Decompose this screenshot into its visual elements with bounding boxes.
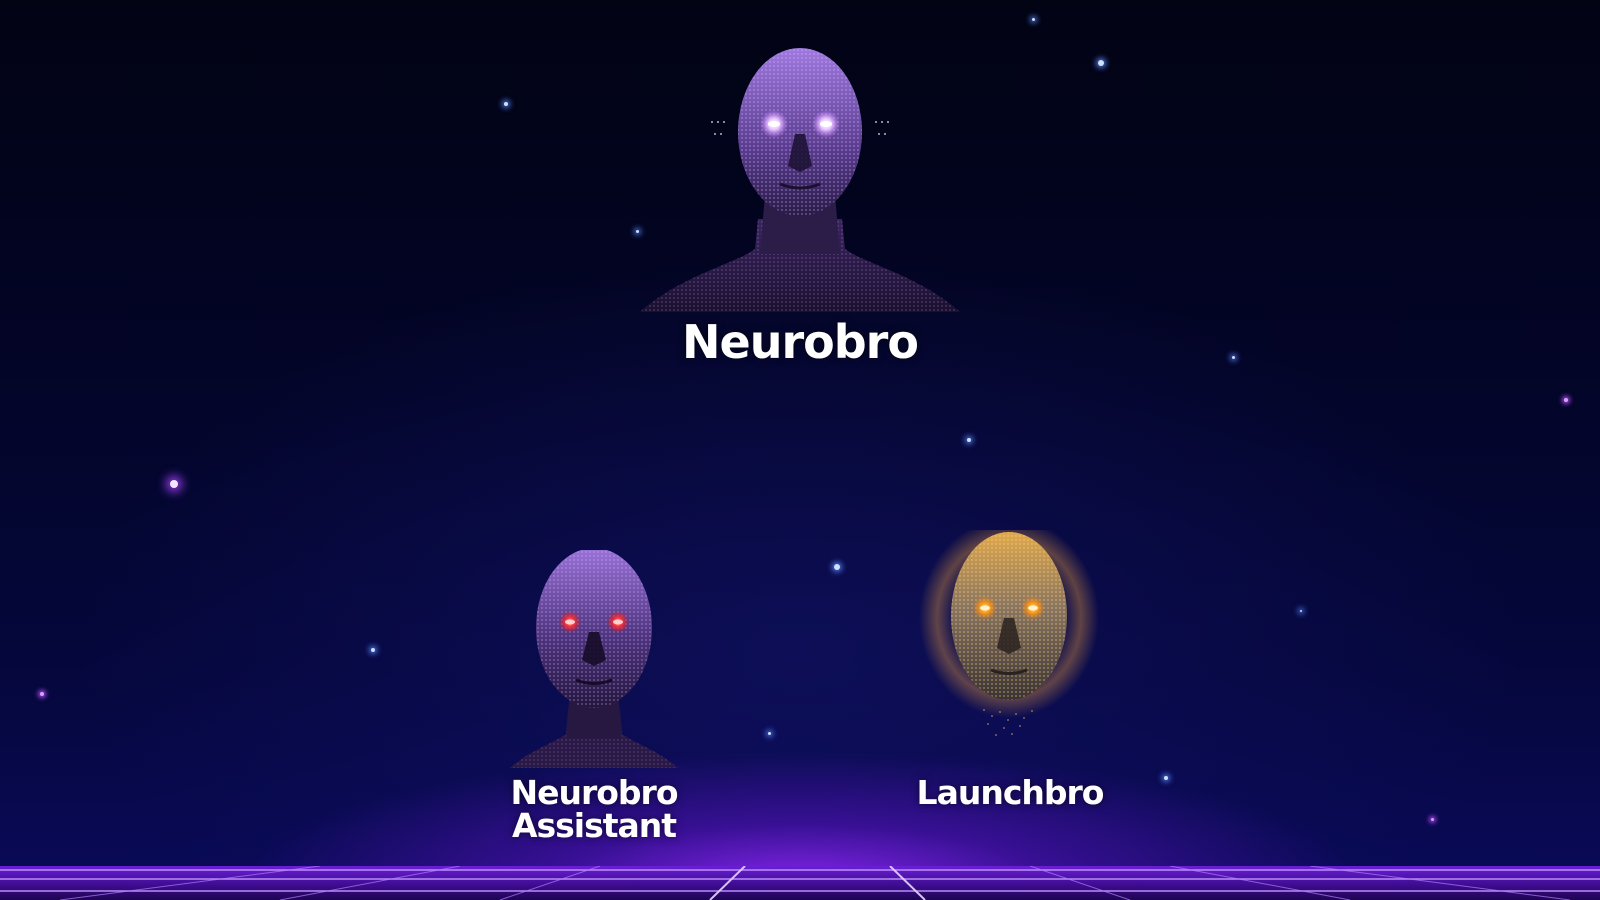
star: [1232, 356, 1235, 359]
star: [967, 438, 971, 442]
neurobro-name: Neurobro: [682, 315, 919, 369]
neurobro-assistant-name-line-2: Assistant: [511, 806, 677, 845]
star: [834, 564, 840, 570]
launchbro-name: Launchbro: [916, 773, 1105, 812]
star: [1098, 60, 1104, 66]
star: [1431, 818, 1434, 821]
neurobro-assistant-head-svg: [510, 550, 678, 768]
grid-lines: [0, 866, 1600, 900]
star: [170, 480, 178, 488]
star: [371, 648, 375, 652]
neurobro-assistant-name: Neurobro Assistant: [474, 776, 714, 842]
star: [636, 230, 639, 233]
star: [504, 102, 508, 106]
star: [1300, 610, 1302, 612]
star: [1032, 18, 1035, 21]
neurobro-assistant-head-image: [508, 550, 680, 770]
launchbro-head-svg: [919, 530, 1099, 736]
star: [768, 732, 771, 735]
neurobro-head-svg: [640, 48, 960, 312]
star: [40, 692, 44, 696]
neon-grid-floor: [0, 866, 1600, 900]
launchbro-head-image: [914, 530, 1104, 750]
neurobro-assistant-name-line-1: Neurobro: [510, 773, 678, 812]
star: [1564, 398, 1568, 402]
neurobro-head-image: [640, 44, 960, 314]
star: [1164, 776, 1168, 780]
